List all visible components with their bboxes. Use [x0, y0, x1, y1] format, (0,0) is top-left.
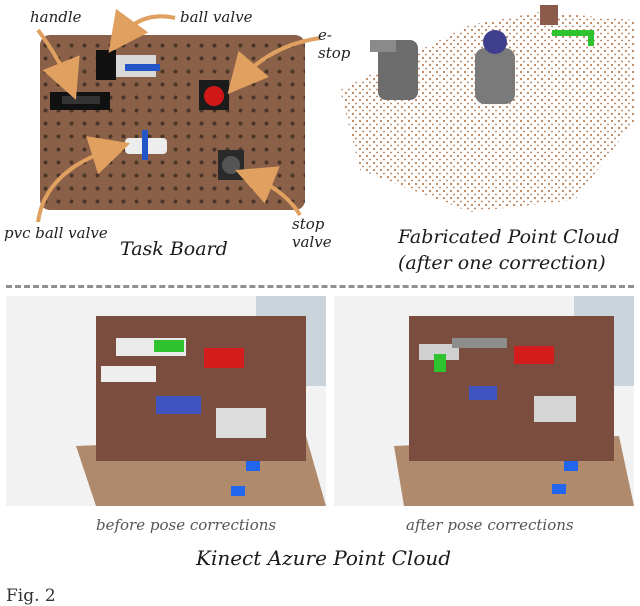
handle-label: handle [30, 8, 82, 26]
ball-valve-arrow [108, 8, 176, 53]
board-scan [409, 316, 614, 461]
task-board-caption: Task Board [120, 238, 228, 260]
stop-valve-label: stop valve [292, 215, 332, 251]
handle-arrow [36, 28, 80, 100]
fabricated-point-cloud-image [340, 5, 635, 212]
fabricated-caption-line2: (after one correction) [398, 252, 606, 274]
after-pose-image [334, 296, 634, 506]
board-scan [96, 316, 306, 461]
e-stop-model [540, 5, 558, 25]
task-board-panel: handle ball valve e-stop pvc ball valve … [0, 0, 350, 270]
task-board-image [36, 8, 321, 223]
fabricated-point-cloud-panel: Fabricated Point Cloud (after one correc… [330, 0, 640, 280]
pvc-ball-valve-model [475, 48, 515, 104]
figure-number: Fig. 2 [6, 586, 56, 606]
kinect-caption: Kinect Azure Point Cloud [196, 546, 452, 570]
handle-model [552, 30, 590, 36]
stop-valve-model [378, 40, 418, 100]
after-pose-caption: after pose corrections [406, 516, 574, 534]
fabricated-caption-line1: Fabricated Point Cloud [398, 226, 620, 248]
pvc-ball-valve-label: pvc ball valve [4, 224, 108, 242]
pvc-ball-valve-arrow [36, 136, 131, 223]
after-pose-panel [334, 296, 634, 506]
before-pose-image [6, 296, 326, 506]
section-divider [6, 285, 634, 288]
stop-valve-arrow [235, 166, 302, 217]
e-stop-label: e-stop [318, 26, 351, 62]
e-stop-arrow [227, 36, 321, 95]
ball-valve-label: ball valve [180, 8, 253, 26]
before-pose-panel [6, 296, 326, 506]
before-pose-caption: before pose corrections [96, 516, 277, 534]
